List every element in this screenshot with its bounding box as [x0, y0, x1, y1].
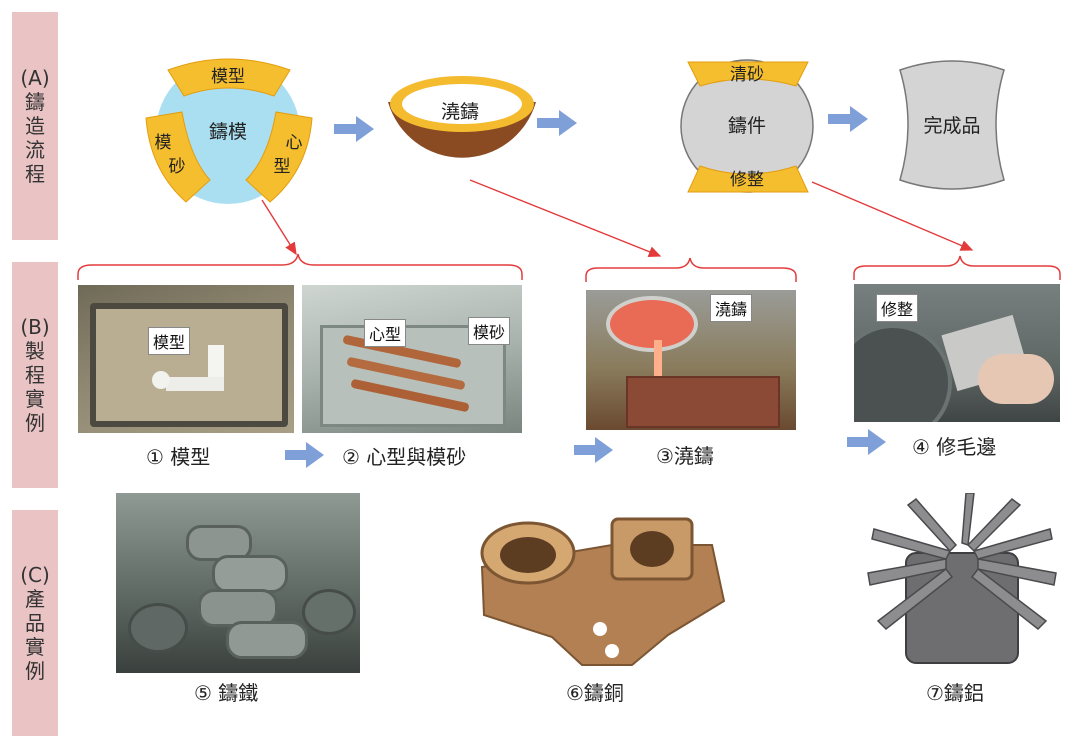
mold-right-label: 心: [286, 133, 303, 153]
casting-top-segment: [687, 61, 809, 87]
side-a-char: 鑄: [25, 90, 45, 114]
flow-arrow-1: [334, 116, 374, 142]
photo-tag-trim: 修整: [876, 294, 919, 322]
process-arrow-2: [574, 437, 613, 463]
flow-arrow-3: [828, 106, 868, 132]
process-photo-pattern: 模型: [78, 285, 294, 433]
pour-bowl-inner: [402, 84, 522, 124]
process-label-4: ④ 修毛邊: [912, 435, 997, 459]
pour-label: 澆鑄: [441, 101, 479, 123]
mold-top-label: 模型: [211, 67, 245, 87]
iron-disc: [128, 603, 188, 653]
brace-mid: [585, 257, 797, 282]
product-label-iron: ⑤ 鑄鐵: [194, 681, 259, 705]
process-label-3: ③澆鑄: [656, 444, 714, 468]
iron-disc: [302, 589, 356, 635]
side-c-char: 實: [25, 635, 45, 659]
casting-bottom-label: 修整: [730, 170, 764, 190]
finished-label: 完成品: [923, 115, 980, 137]
photo-tag-sand: 模砂: [468, 317, 511, 345]
finished-shape: [899, 60, 1005, 190]
mold-top-segment: [167, 58, 291, 97]
side-c-title: (C): [20, 563, 50, 587]
process-label-1: ① 模型: [146, 445, 211, 469]
pattern-piece: [166, 377, 224, 391]
side-b-char: 實: [25, 387, 45, 411]
mold-right-segment: [245, 111, 313, 203]
process-arrow-3: [847, 429, 886, 455]
side-a-char: 造: [25, 114, 45, 138]
hand: [978, 354, 1054, 404]
molten-stream: [654, 340, 662, 386]
process-photo-pouring: 澆鑄: [586, 290, 796, 430]
side-panel-b: (B) 製 程 實 例: [12, 262, 58, 488]
mold-left-segment: [145, 111, 211, 203]
iron-elbow: [226, 621, 308, 659]
flow-arrow-2: [537, 110, 577, 136]
product-photo-iron: [116, 493, 360, 673]
side-a-title: (A): [20, 66, 50, 90]
photo-tag-core: 心型: [364, 319, 407, 347]
brace-right: [853, 255, 1061, 280]
side-b-char: 製: [25, 339, 45, 363]
casting-center-label: 鑄件: [728, 115, 766, 137]
mold-right-label: 型: [274, 157, 291, 177]
side-panel-c: (C) 產 品 實 例: [12, 510, 58, 736]
side-panel-a: (A) 鑄 造 流 程: [12, 12, 58, 240]
mold-left-label: 模: [155, 133, 172, 153]
bronze-port-hole: [500, 537, 556, 573]
product-photo-aluminum: [867, 493, 1057, 664]
side-a-char: 流: [25, 138, 45, 162]
product-label-aluminum: ⑦鑄鋁: [926, 681, 984, 705]
side-b-title: (B): [20, 315, 50, 339]
brace-left: [77, 253, 523, 280]
iron-elbow: [212, 555, 288, 593]
process-photo-cores: 心型 模砂: [302, 285, 522, 433]
photo-tag-pour: 澆鑄: [710, 294, 753, 322]
product-label-bronze: ⑥鑄銅: [566, 681, 624, 705]
process-arrow-1: [285, 442, 324, 468]
product-photo-bronze: [480, 517, 726, 666]
sand-box: [90, 303, 288, 427]
side-c-char: 產: [25, 587, 45, 611]
photo-tag-pattern: 模型: [148, 327, 191, 355]
bronze-bolt-hole: [605, 644, 619, 658]
side-c-char: 例: [25, 659, 45, 683]
side-b-char: 程: [25, 363, 45, 387]
connector-pour: [469, 179, 662, 258]
mold-block: [626, 376, 780, 428]
mold-center-label: 鑄模: [209, 121, 247, 143]
casting-top-label: 清砂: [730, 65, 764, 85]
side-b-char: 例: [25, 411, 45, 435]
connector-casting: [811, 181, 974, 251]
connector-mold: [261, 199, 297, 256]
bronze-bolt-hole: [593, 622, 607, 636]
side-c-char: 品: [25, 611, 45, 635]
process-photo-trimming: 修整: [854, 284, 1060, 422]
pattern-ball: [152, 371, 170, 389]
ladle: [606, 296, 698, 352]
impeller-fins: [867, 493, 1057, 631]
side-a-char: 程: [25, 162, 45, 186]
mold-left-label: 砂: [169, 157, 186, 177]
process-label-2: ② 心型與模砂: [342, 445, 467, 469]
bronze-flange-hole: [630, 531, 674, 567]
grinder-wheel: [854, 324, 952, 422]
casting-bottom-segment: [687, 165, 809, 193]
